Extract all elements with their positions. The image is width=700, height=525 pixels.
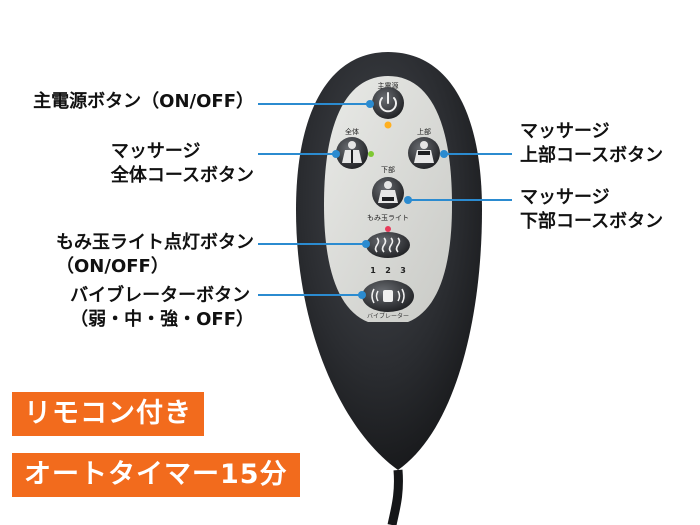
vib-callout-line2: （弱・中・強・OFF） xyxy=(70,309,254,330)
power-led xyxy=(384,121,392,129)
light-panel-label: もみ玉ライト xyxy=(367,214,409,222)
upper-callout-line2: 上部コースボタン xyxy=(520,145,664,166)
level-1: 1 xyxy=(370,266,376,275)
upper-leader xyxy=(440,150,512,158)
vib-leader xyxy=(258,291,366,299)
cord xyxy=(387,469,403,525)
massage-figure-icon xyxy=(378,181,398,203)
whole-panel-label: 全体 xyxy=(345,127,359,136)
lower-callout-line1: マッサージ xyxy=(520,187,610,208)
level-2: 2 xyxy=(385,266,391,275)
power-leader xyxy=(258,100,374,108)
power-callout-text: 主電源ボタン（ON/OFF） xyxy=(33,91,254,112)
whole-led xyxy=(368,151,374,157)
vibrator-panel-label: バイブレーター xyxy=(367,312,409,320)
light-button[interactable] xyxy=(366,232,410,258)
heat-wave-icon xyxy=(374,237,401,253)
light-callout-line1: もみ玉ライト点灯ボタン xyxy=(56,232,254,253)
massage-figure-icon xyxy=(342,141,362,163)
light-led xyxy=(385,226,391,232)
whole-leader xyxy=(258,150,340,158)
whole-callout: マッサージ 全体コースボタン xyxy=(111,140,254,188)
vibrator-button[interactable] xyxy=(362,280,414,312)
vib-callout-line1: バイブレーターボタン xyxy=(70,285,251,306)
light-callout-line2: （ON/OFF） xyxy=(56,256,169,277)
whole-course-button[interactable] xyxy=(336,137,368,169)
power-button[interactable] xyxy=(372,87,404,119)
whole-callout-line1: マッサージ xyxy=(110,141,201,162)
upper-callout-line1: マッサージ xyxy=(520,121,610,142)
lower-callout: マッサージ 下部コースボタン xyxy=(520,186,663,234)
vibration-icon xyxy=(371,288,405,304)
light-leader xyxy=(258,240,370,248)
light-callout: もみ玉ライト点灯ボタン （ON/OFF） xyxy=(56,231,254,279)
lower-callout-line2: 下部コースボタン xyxy=(520,211,664,232)
remote-badge: リモコン付き xyxy=(12,392,204,436)
timer-badge: オートタイマー15分 xyxy=(12,453,300,497)
whole-callout-line2: 全体コースボタン xyxy=(110,165,254,186)
level-3: 3 xyxy=(400,266,406,275)
vib-callout: バイブレーターボタン （弱・中・強・OFF） xyxy=(70,284,254,332)
lower-course-button[interactable] xyxy=(372,177,404,209)
upper-course-button[interactable] xyxy=(408,137,440,169)
lower-panel-label: 下部 xyxy=(381,165,395,174)
power-panel-label: 主電源 xyxy=(378,81,399,90)
upper-panel-label: 上部 xyxy=(417,127,431,136)
upper-callout: マッサージ 上部コースボタン xyxy=(520,120,663,168)
lower-leader xyxy=(404,196,512,204)
power-callout: 主電源ボタン（ON/OFF） xyxy=(33,90,254,114)
power-icon xyxy=(379,92,397,113)
massage-figure-icon xyxy=(414,141,434,163)
